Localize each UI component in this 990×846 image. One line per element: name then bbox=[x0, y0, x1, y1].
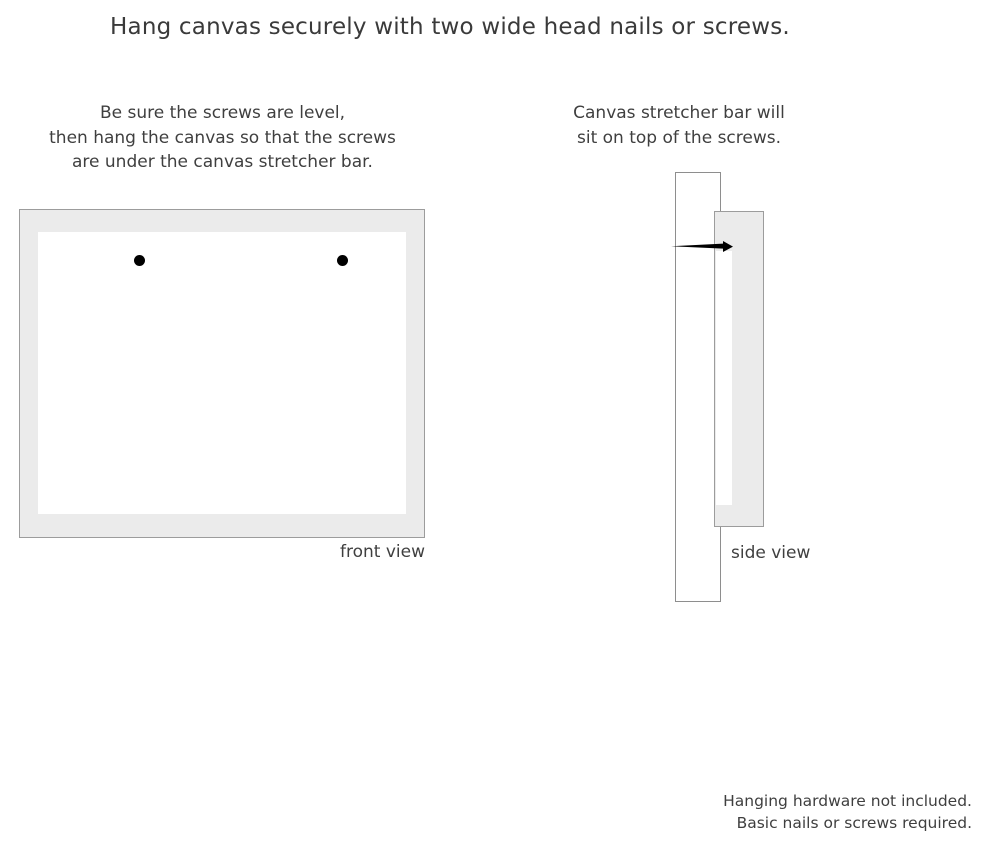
footer-note: Hanging hardware not included. Basic nai… bbox=[632, 790, 972, 834]
stretcher-bar-inner-face bbox=[716, 251, 732, 505]
front-view-caption: Be sure the screws are level, then hang … bbox=[0, 101, 445, 175]
nail-icon bbox=[671, 241, 733, 252]
side-view-diagram bbox=[660, 165, 840, 610]
side-view-label: side view bbox=[731, 543, 811, 563]
footer-line-2: Basic nails or screws required. bbox=[736, 814, 972, 832]
canvas-face bbox=[38, 232, 406, 514]
side-view-caption-line-1: Canvas stretcher bar will bbox=[573, 103, 785, 123]
front-view-label: front view bbox=[340, 542, 425, 562]
page-title: Hang canvas securely with two wide head … bbox=[110, 14, 790, 40]
screw-dot-left-icon bbox=[134, 255, 145, 266]
footer-line-1: Hanging hardware not included. bbox=[723, 792, 972, 810]
side-view-caption: Canvas stretcher bar will sit on top of … bbox=[500, 101, 858, 150]
wall-cross-section bbox=[675, 172, 721, 602]
screw-dot-right-icon bbox=[337, 255, 348, 266]
front-view-caption-line-2: then hang the canvas so that the screws bbox=[49, 127, 396, 148]
side-view-caption-line-2: sit on top of the screws. bbox=[576, 127, 782, 148]
front-view-caption-line-3: are under the canvas stretcher bar. bbox=[72, 152, 373, 172]
front-view-diagram bbox=[19, 209, 425, 538]
front-view-caption-line-1: Be sure the screws are level, bbox=[99, 103, 346, 123]
